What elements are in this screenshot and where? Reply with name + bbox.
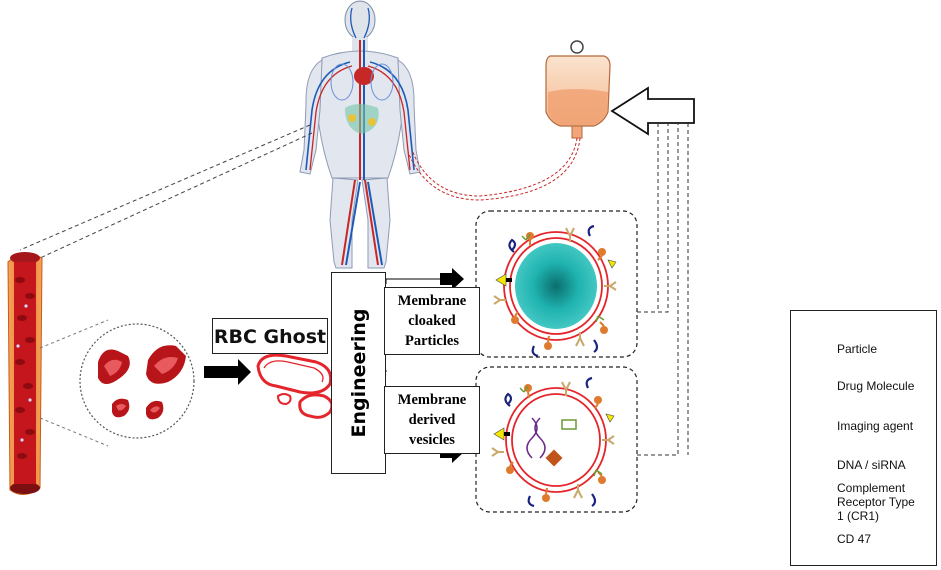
dna-shape xyxy=(526,417,546,459)
membrane-proteins xyxy=(493,224,617,358)
label-line: vesicles xyxy=(409,432,455,448)
iv-bag-port xyxy=(571,125,583,139)
vessel-top-opening xyxy=(10,252,40,264)
human-circulatory-figure xyxy=(299,0,421,269)
legend-label-cd47: CD 47 xyxy=(837,532,872,546)
zoom-line xyxy=(19,124,311,251)
label-line: Complement xyxy=(837,481,906,495)
hollow-arrow-icon xyxy=(610,86,695,136)
label-line: Membrane xyxy=(397,392,467,408)
return-line xyxy=(637,123,679,456)
label-line: Receptor Type xyxy=(837,495,915,509)
engineering-label: Engineering xyxy=(347,308,370,438)
ghost-large-inner xyxy=(263,360,324,383)
cloaked-particle-panel xyxy=(475,210,638,358)
rbc-ghost-shapes xyxy=(256,353,334,419)
rbc-cell xyxy=(146,345,186,384)
heart-shape xyxy=(354,67,374,85)
iv-bag-fluid xyxy=(548,89,608,125)
imaging-agent-shape xyxy=(561,419,577,430)
vessel-white-cells xyxy=(16,304,32,442)
membrane-inner xyxy=(509,237,603,335)
derived-vesicle-panel xyxy=(475,366,638,513)
label-line: derived xyxy=(408,412,456,428)
legend-label-drug: Drug Molecule xyxy=(837,379,915,393)
iv-tube xyxy=(411,137,578,197)
legend-label-imaging: Imaging agent xyxy=(837,419,914,433)
ghost-tiny xyxy=(276,393,292,406)
return-line xyxy=(637,123,669,313)
arrow-to-cloaked xyxy=(440,268,464,290)
organ-dot xyxy=(348,114,356,122)
legend-label-particle: Particle xyxy=(837,342,878,356)
membrane-cloaked-box: Membrane cloaked Particles xyxy=(384,287,480,355)
head-vessels xyxy=(350,7,370,39)
legend-label-cr1: Complement Receptor Type 1 (CR1) xyxy=(837,481,915,523)
zoom-line xyxy=(39,132,313,259)
vessel-cells xyxy=(15,277,35,459)
engineering-box: Engineering xyxy=(331,272,386,474)
label-line: Particles xyxy=(405,333,459,349)
magnified-circle xyxy=(79,323,195,439)
label-line: 1 (CR1) xyxy=(837,509,880,523)
label-line: Membrane xyxy=(397,293,467,309)
rbc-ghost-label: RBC Ghost xyxy=(212,318,328,354)
zoom-line xyxy=(39,417,109,447)
rbc-cell xyxy=(98,349,130,384)
rbc-cell xyxy=(146,400,164,420)
membrane-cloaked-label: Membrane cloaked Particles xyxy=(398,291,466,351)
iv-tube xyxy=(407,137,581,201)
lung-left xyxy=(330,63,354,101)
rbc-magnified-view xyxy=(79,323,195,439)
blood-vessel xyxy=(7,252,43,495)
lung-right xyxy=(370,63,394,101)
ghost-small xyxy=(298,393,334,419)
rbc-cell xyxy=(112,398,130,418)
zoom-line xyxy=(39,319,109,349)
iv-bag-hanger xyxy=(570,40,584,54)
ghost-large xyxy=(256,353,333,395)
organs-shape xyxy=(345,104,379,134)
membrane-inner xyxy=(511,393,601,487)
particle-core xyxy=(515,243,597,329)
label-line: cloaked xyxy=(408,313,456,329)
membrane-proteins xyxy=(491,376,615,508)
head-shape xyxy=(344,0,376,40)
vessel-bottom-opening xyxy=(10,482,40,494)
arrow-to-ghost xyxy=(204,359,251,385)
organ-dot xyxy=(368,118,376,126)
drug-molecule-shape xyxy=(545,449,563,467)
iv-bag-icon xyxy=(545,40,611,139)
membrane-derived-label: Membrane derived vesicles xyxy=(398,390,466,450)
legend-box: Particle Drug Molecule Imaging agent DNA… xyxy=(790,310,937,566)
membrane-derived-box: Membrane derived vesicles xyxy=(384,386,480,454)
branch-line-top xyxy=(385,278,450,284)
legend-label-dna: DNA / siRNA xyxy=(837,458,906,472)
